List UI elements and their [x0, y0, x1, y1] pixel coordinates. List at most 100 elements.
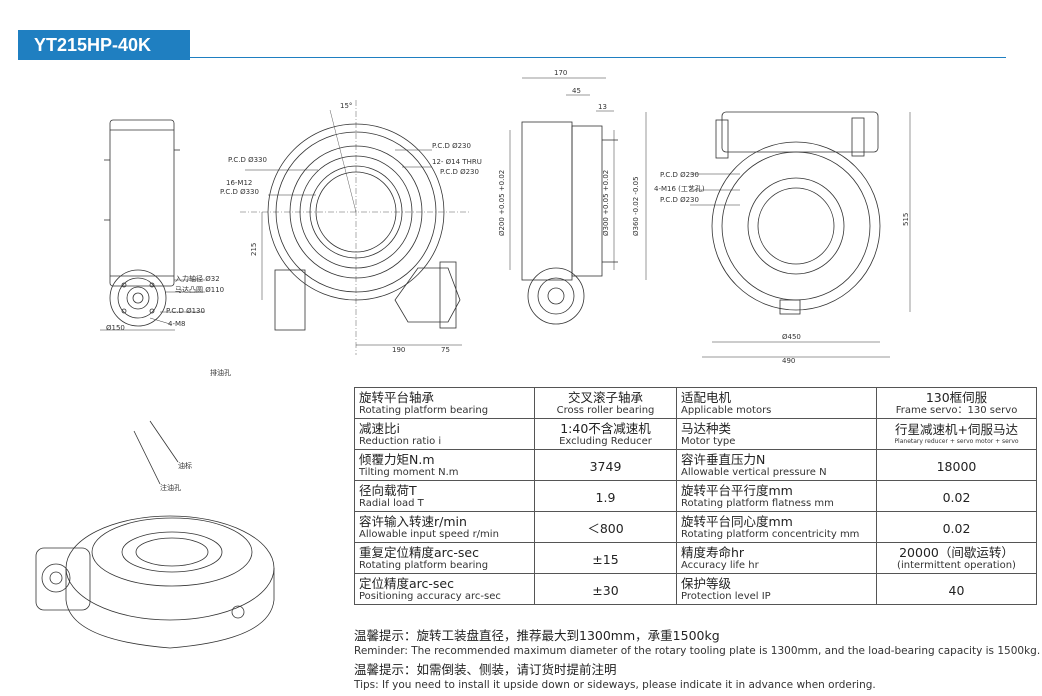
spec-text-cn: 马达种类: [681, 420, 732, 436]
spec-value-cell: 3749: [534, 449, 677, 481]
spec-text-solo: 0.02: [942, 489, 971, 505]
oil-fill-label: 注油孔: [160, 483, 181, 492]
top-w75: 75: [441, 346, 450, 354]
spec-value-cell: ±30: [534, 573, 677, 605]
spec-value-cell: 0.02: [876, 480, 1037, 512]
title-rule: [190, 57, 1006, 58]
spec-value-cell: 0.02: [876, 511, 1037, 543]
top-angle: 15°: [340, 102, 352, 110]
spec-value-cell: ±15: [534, 542, 677, 574]
side-d360: Ø360 -0.02 -0.05: [632, 176, 640, 236]
spec-text-cn: 容许垂直压力N: [681, 451, 766, 467]
top-w190: 190: [392, 346, 405, 354]
spec-text-en: Reduction ratio i: [359, 435, 442, 447]
note-2-cn: 温馨提示：如需倒装、侧装，请订货时提前注明: [354, 662, 617, 677]
rear-view: [690, 111, 911, 358]
spec-text-solo: 0.02: [942, 520, 971, 536]
spec-value-cell: 1.9: [534, 480, 677, 512]
iso-view: 油标 注油孔: [35, 420, 275, 649]
spec-text-en: Positioning accuracy arc-sec: [359, 590, 501, 602]
spec-text-en: Radial load T: [359, 497, 424, 509]
spec-text-en: Tilting moment N.m: [359, 466, 459, 478]
spec-text-cn: 容许输入转速r/min: [359, 513, 467, 529]
oil-mark-label: 油标: [178, 461, 192, 470]
spec-text-tiny: Planetary reducer + servo motor + servo: [894, 438, 1019, 445]
spec-text-solo: ±30: [592, 582, 619, 598]
spec-text-cn: 130框伺服: [925, 389, 988, 405]
front-boss: 马达凸圆 Ø110: [175, 285, 224, 294]
spec-text-cn: 重复定位精度arc-sec: [359, 544, 479, 560]
spec-text-solo: ＜800: [587, 520, 624, 536]
front-view: [100, 119, 205, 331]
spec-text-solo: 40: [948, 582, 965, 598]
spec-text-cn: 减速比i: [359, 420, 400, 436]
front-m12: 16-M12: [226, 179, 252, 187]
spec-text-en: Rotating platform bearing: [359, 559, 489, 571]
side-d200: Ø200 +0.05 +0.02: [498, 170, 506, 236]
spec-text-en: Allowable input speed r/min: [359, 528, 499, 540]
spec-text-en: (intermittent operation): [897, 559, 1016, 571]
spec-text-en: Motor type: [681, 435, 736, 447]
model-title: YT215HP-40K: [18, 30, 190, 60]
rear-h515: 515: [902, 213, 910, 226]
front-shaft: 入力轴径 Ø32: [175, 274, 220, 283]
rear-w490: 490: [782, 357, 795, 365]
spec-text-cn: 行星减速机+伺服马达: [895, 422, 1018, 437]
side-w45: 45: [572, 87, 581, 95]
front-d150: Ø150: [106, 324, 125, 332]
top-thru: 12- Ø14 THRU: [432, 158, 482, 166]
spec-text-cn: 1:40不含减速机: [560, 420, 651, 436]
spec-text-cn: 交叉滚子轴承: [567, 389, 643, 405]
front-pcd-330-a: P.C.D Ø330: [228, 156, 267, 164]
spec-text-cn: 精度寿命hr: [681, 544, 745, 560]
spec-text-en: Rotating platform concentricity mm: [681, 528, 860, 540]
note-1-cn: 温馨提示：旋转工装盘直径，推荐最大到1300mm，承重1500kg: [354, 628, 720, 643]
top-pcd-230-b: P.C.D Ø230: [440, 168, 479, 176]
spec-text-solo: 3749: [589, 458, 622, 474]
spec-text-en: Accuracy life hr: [681, 559, 759, 571]
front-pcd-330-b: P.C.D Ø330: [220, 188, 259, 196]
spec-text-en: Excluding Reducer: [559, 435, 652, 447]
spec-value-cell: ＜800: [534, 511, 677, 543]
spec-text-cn: 保护等级: [681, 575, 732, 591]
side-view: [509, 77, 647, 325]
front-m8: 4-M8: [168, 320, 185, 328]
side-d300: Ø300 +0.05 +0.02: [602, 170, 610, 236]
spec-text-en: Allowable vertical pressure N: [681, 466, 827, 478]
side-w170: 170: [554, 69, 567, 77]
spec-text-cn: 倾覆力矩N.m: [359, 451, 435, 467]
oil-drain-label: 排油孔: [210, 368, 231, 377]
rear-m16: 4-M16 (工艺孔): [654, 185, 705, 193]
spec-value-cell: 20000（间歇运转）(intermittent operation): [876, 542, 1037, 574]
spec-text-cn: 径向载荷T: [359, 482, 417, 498]
spec-value-cell: 18000: [876, 449, 1037, 481]
spec-text-en: Rotating platform bearing: [359, 404, 489, 416]
spec-text-cn: 旋转平台平行度mm: [681, 482, 793, 498]
spec-value-cell: 40: [876, 573, 1037, 605]
top-pcd-230-a: P.C.D Ø230: [432, 142, 471, 150]
